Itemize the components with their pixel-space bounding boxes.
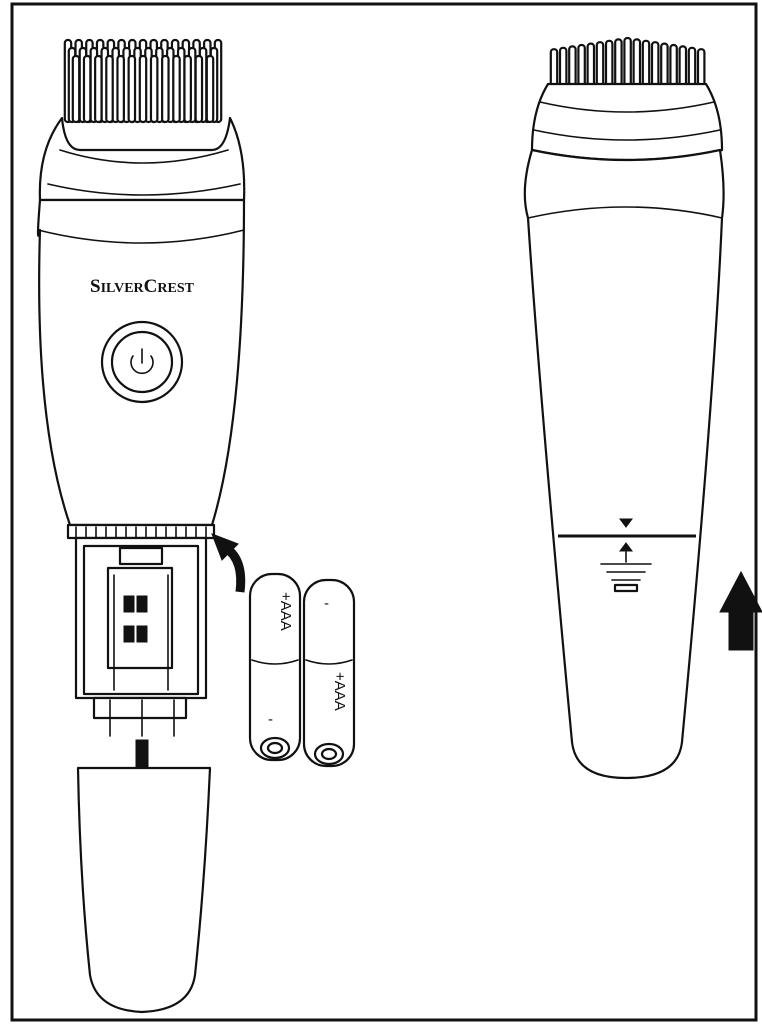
battery-2-label: +AAA xyxy=(331,672,348,711)
battery-1: +AAA - xyxy=(248,572,302,762)
handle-body-back xyxy=(523,148,725,780)
bristle xyxy=(105,54,114,124)
bristle xyxy=(687,46,697,90)
battery-cover-removed xyxy=(76,766,212,1014)
diagram-frame xyxy=(10,2,758,1022)
bristle xyxy=(549,48,559,90)
bristle xyxy=(94,54,103,124)
bristle xyxy=(161,54,170,124)
bristle xyxy=(623,36,632,90)
battery-2-minus: - xyxy=(324,595,329,612)
bristle xyxy=(660,42,669,90)
device-front-view: SILVERCREST xyxy=(36,38,246,1014)
handle-bottom-ring xyxy=(66,523,216,540)
lock-marker-icon xyxy=(619,518,633,528)
bristle xyxy=(650,41,660,90)
bristle xyxy=(577,43,586,90)
bristle xyxy=(632,38,642,90)
ground-symbol-icon xyxy=(600,551,652,593)
brush-head-back xyxy=(530,82,724,162)
bristle xyxy=(116,54,125,124)
bristle xyxy=(678,45,688,90)
bristle xyxy=(194,54,204,124)
battery-1-label: +AAA xyxy=(277,592,294,631)
bristle xyxy=(586,42,596,90)
bristle xyxy=(172,54,181,124)
bristle xyxy=(149,54,159,124)
bristle xyxy=(604,39,614,90)
bristle xyxy=(696,48,706,90)
power-icon xyxy=(130,348,154,375)
brand-logo: SILVERCREST xyxy=(90,276,195,297)
battery-2: - +AAA xyxy=(302,578,356,768)
brush-head-front xyxy=(38,116,246,202)
bristle xyxy=(669,43,678,90)
bristle xyxy=(614,38,623,90)
arrow-up-icon xyxy=(719,570,762,651)
bristle xyxy=(127,54,137,124)
bristle xyxy=(595,41,605,90)
brush-bristles-front xyxy=(63,38,223,124)
power-button xyxy=(100,320,184,404)
bristle xyxy=(641,39,651,90)
curved-arrow-icon xyxy=(211,533,246,593)
bristle xyxy=(183,54,192,124)
bristle xyxy=(205,54,215,124)
bristle xyxy=(71,54,81,124)
battery-compartment xyxy=(74,536,208,737)
battery-1-minus: - xyxy=(268,711,273,728)
bristle xyxy=(138,54,148,124)
brush-bristles-back xyxy=(549,36,706,90)
bristle xyxy=(568,45,577,90)
battery-pair: +AAA - - +AAA xyxy=(248,572,356,768)
device-back-view xyxy=(523,36,762,780)
bristle xyxy=(558,46,568,90)
bristle xyxy=(82,54,92,124)
